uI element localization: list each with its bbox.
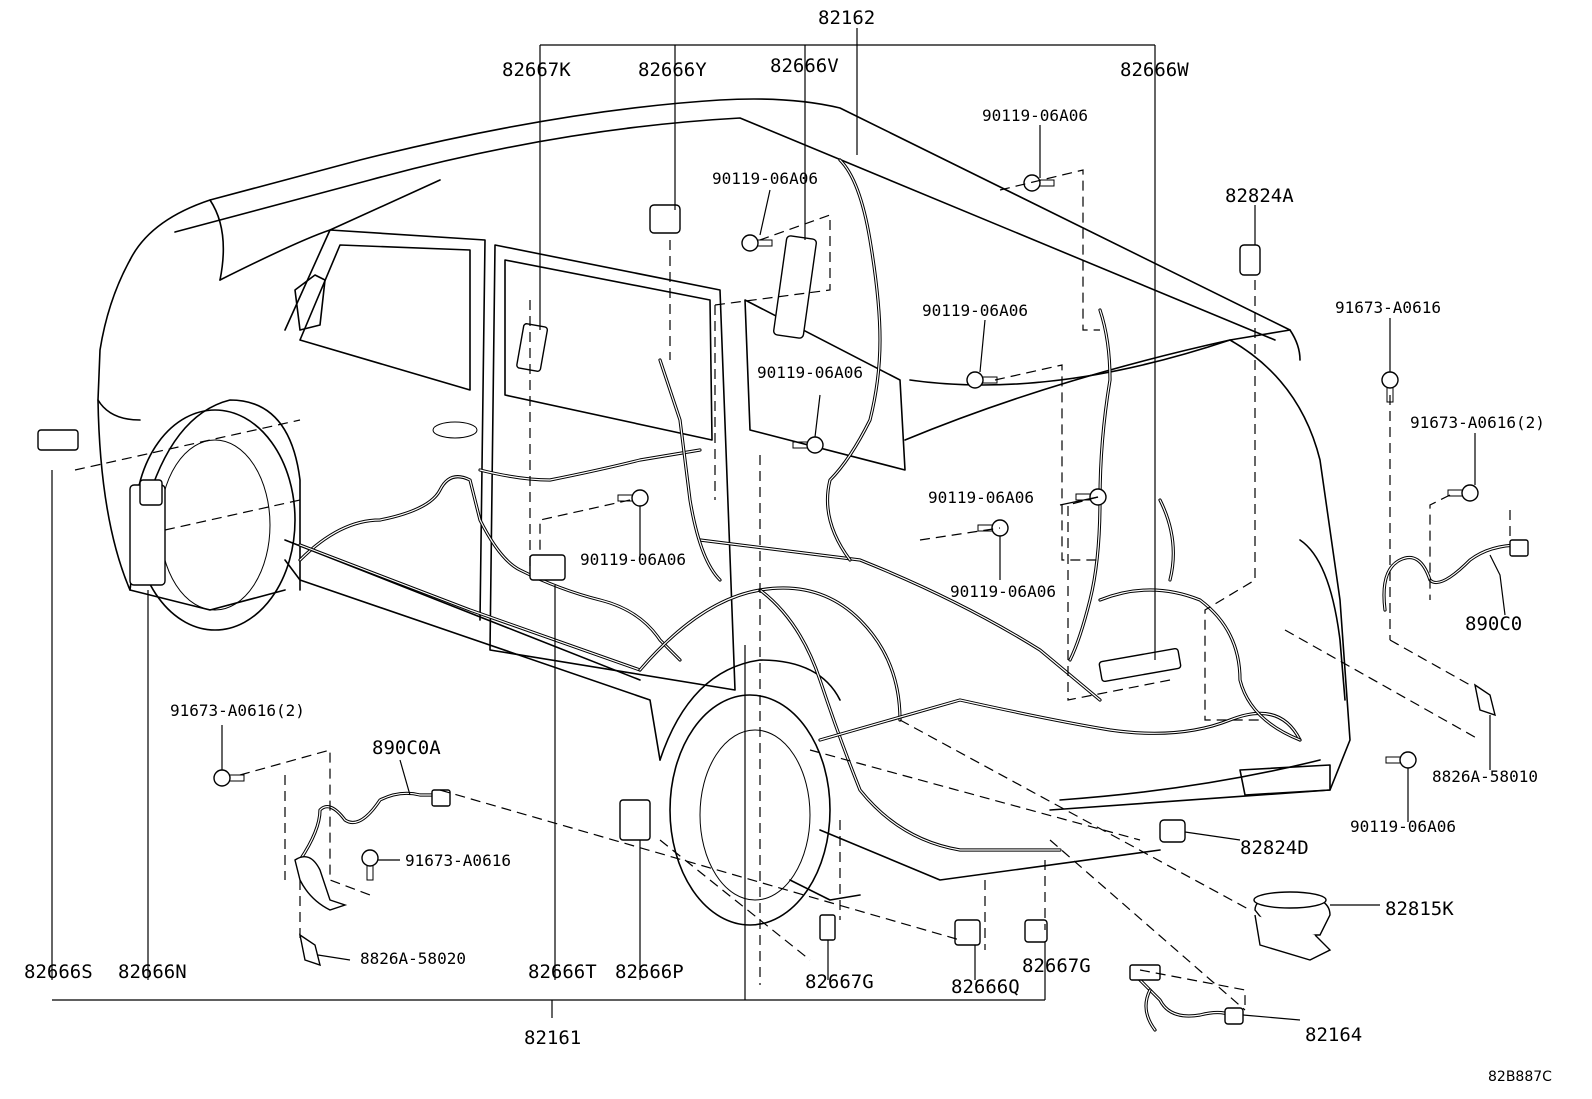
label-bolt-mid-right-a: 90119-06A06 bbox=[922, 301, 1028, 320]
label-82666Y: 82666Y bbox=[638, 59, 707, 81]
label-bolt-lower-left: 90119-06A06 bbox=[580, 550, 686, 569]
label-bolt-mid-left: 90119-06A06 bbox=[712, 169, 818, 188]
dashed-reference-lines bbox=[74, 169, 1511, 1011]
label-82162: 82162 bbox=[818, 7, 875, 29]
label-82666V: 82666V bbox=[770, 55, 839, 77]
bolt-icon bbox=[213, 174, 1479, 881]
label-8826A-58020: 8826A-58020 bbox=[360, 949, 466, 968]
label-91673-A0616-2-right: 91673-A0616(2) bbox=[1410, 413, 1545, 432]
speaker-icon bbox=[1253, 891, 1332, 961]
label-91673-A0616-left: 91673-A0616 bbox=[405, 851, 511, 870]
label-82824A: 82824A bbox=[1225, 185, 1294, 207]
connector-icon bbox=[37, 204, 1529, 1025]
vehicle-body-outline bbox=[97, 98, 1351, 926]
label-890C0A: 890C0A bbox=[372, 737, 441, 759]
wire-harness-icon bbox=[298, 158, 1522, 1032]
label-bolt-top-right: 90119-06A06 bbox=[982, 106, 1088, 125]
label-82667G-left: 82667G bbox=[805, 971, 874, 993]
label-82815K: 82815K bbox=[1385, 898, 1454, 920]
label-82164: 82164 bbox=[1305, 1024, 1362, 1046]
label-bolt-lower-center: 90119-06A06 bbox=[950, 582, 1056, 601]
leader-lines bbox=[51, 28, 1506, 1021]
label-82666W: 82666W bbox=[1120, 59, 1189, 81]
label-82824D: 82824D bbox=[1240, 837, 1309, 859]
label-82667G-right: 82667G bbox=[1022, 955, 1091, 977]
label-bolt-right-mid: 90119-06A06 bbox=[928, 488, 1034, 507]
label-91673-A0616-2-left: 91673-A0616(2) bbox=[170, 701, 305, 720]
label-82666N: 82666N bbox=[118, 961, 187, 983]
label-82666Q: 82666Q bbox=[951, 976, 1020, 998]
label-bolt-center: 90119-06A06 bbox=[757, 363, 863, 382]
label-82161: 82161 bbox=[524, 1027, 581, 1049]
label-bolt-lower-right: 90119-06A06 bbox=[1350, 817, 1456, 836]
label-82667K: 82667K bbox=[502, 59, 571, 81]
label-82666S: 82666S bbox=[24, 961, 93, 983]
figure-reference-code: 82B887C bbox=[1488, 1069, 1552, 1085]
label-91673-A0616-top: 91673-A0616 bbox=[1335, 298, 1441, 317]
label-82666T: 82666T bbox=[528, 961, 597, 983]
bracket-icon bbox=[294, 683, 1496, 967]
label-8826A-58010: 8826A-58010 bbox=[1432, 767, 1538, 786]
part-labels: 82162 82667K 82666Y 82666V 82666W 90119-… bbox=[24, 7, 1552, 1085]
label-890C0: 890C0 bbox=[1465, 613, 1522, 635]
label-82666P: 82666P bbox=[615, 961, 684, 983]
